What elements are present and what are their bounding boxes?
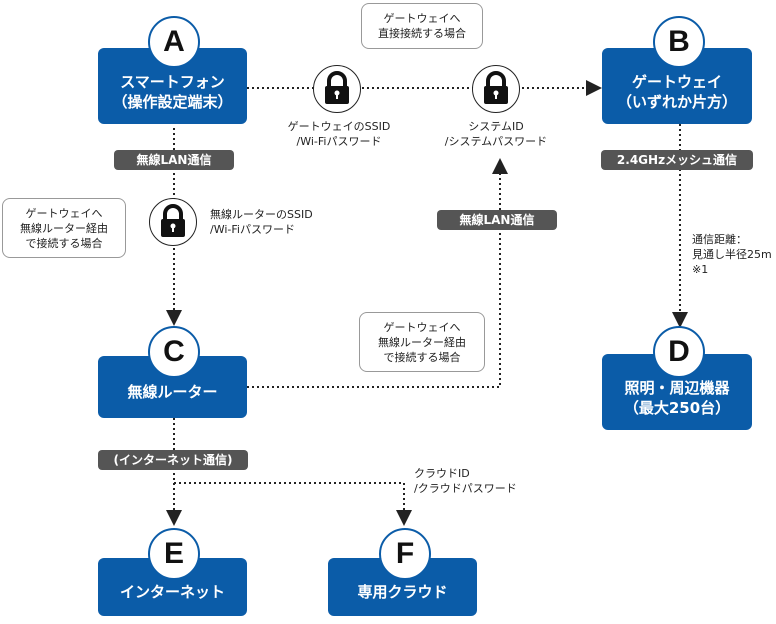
node-e-letter: E bbox=[148, 528, 200, 580]
node-a-line2: （操作設定端末） bbox=[112, 93, 233, 111]
node-b-line1: ゲートウェイ bbox=[631, 73, 722, 91]
node-d-letter: D bbox=[653, 326, 705, 378]
pill-c-to-e: (インターネット通信) bbox=[98, 450, 248, 470]
note-direct-line1: ゲートウェイへ bbox=[383, 12, 461, 25]
node-gateway: ゲートウェイ （いずれか片方） bbox=[602, 48, 752, 124]
note-right-line3: で接続する場合 bbox=[383, 350, 461, 364]
label-router-ssid: 無線ルーターのSSID /Wi-Fiパスワード bbox=[210, 207, 313, 237]
label-cloud-id: クラウドID /クラウドパスワード bbox=[414, 466, 517, 496]
label-gateway-ssid-line1: ゲートウェイのSSID bbox=[287, 120, 391, 133]
label-gateway-ssid: ゲートウェイのSSID /Wi-Fiパスワード bbox=[283, 119, 395, 149]
note-right-line1: ゲートウェイへ bbox=[383, 320, 461, 334]
label-distance-line1: 通信距離： bbox=[692, 233, 747, 246]
note-direct-line2: 直接接続する場合 bbox=[378, 27, 466, 40]
label-router-ssid-line1: 無線ルーターのSSID bbox=[210, 208, 313, 221]
node-router: 無線ルーター bbox=[98, 356, 247, 418]
label-distance-line3: ※1 bbox=[692, 263, 709, 276]
note-direct-connect: ゲートウェイへ 直接接続する場合 bbox=[361, 3, 483, 49]
label-gateway-ssid-line2: /Wi-Fiパスワード bbox=[296, 135, 382, 148]
note-right-line2: 無線ルーター経由 bbox=[378, 335, 466, 349]
label-cloud-id-line2: /クラウドパスワード bbox=[414, 482, 517, 495]
node-b-letter: B bbox=[653, 16, 705, 68]
note-via-router-right: ゲートウェイへ 無線ルーター経由 で接続する場合 bbox=[359, 312, 485, 372]
lock-icon bbox=[313, 65, 361, 113]
label-router-ssid-line2: /Wi-Fiパスワード bbox=[210, 223, 295, 236]
node-e-line1: インターネット bbox=[119, 583, 225, 601]
label-system-id: システムID /システムパスワード bbox=[440, 119, 552, 149]
label-distance: 通信距離： 見通し半径25m ※1 bbox=[692, 232, 772, 277]
pill-c-to-b: 無線LAN通信 bbox=[437, 210, 557, 230]
note-via-router-left: ゲートウェイへ 無線ルーター経由 で接続する場合 bbox=[2, 198, 126, 258]
label-system-id-line2: /システムパスワード bbox=[444, 135, 548, 148]
label-system-id-line1: システムID bbox=[468, 120, 524, 133]
label-cloud-id-line1: クラウドID bbox=[414, 467, 470, 480]
node-a-line1: スマートフォン bbox=[120, 73, 225, 91]
lock-icon bbox=[149, 198, 197, 246]
note-left-line1: ゲートウェイへ bbox=[25, 206, 103, 220]
note-left-line2: 無線ルーター経由 bbox=[20, 221, 108, 235]
node-f-letter: F bbox=[379, 528, 431, 580]
lock-icon bbox=[472, 65, 520, 113]
node-d-line1: 照明・周辺機器 bbox=[624, 379, 730, 397]
node-a-letter: A bbox=[148, 16, 200, 68]
line-c-to-f bbox=[174, 482, 412, 526]
node-c-line1: 無線ルーター bbox=[127, 383, 218, 401]
node-b-line2: （いずれか片方） bbox=[616, 93, 737, 111]
label-distance-line2: 見通し半径25m bbox=[692, 248, 772, 261]
pill-b-to-d: 2.4GHzメッシュ通信 bbox=[601, 150, 753, 170]
node-f-line1: 専用クラウド bbox=[357, 583, 448, 601]
node-d-line2: （最大250台） bbox=[623, 399, 731, 417]
node-c-letter: C bbox=[148, 326, 200, 378]
pill-a-to-c: 無線LAN通信 bbox=[114, 150, 234, 170]
note-left-line3: で接続する場合 bbox=[25, 236, 103, 250]
